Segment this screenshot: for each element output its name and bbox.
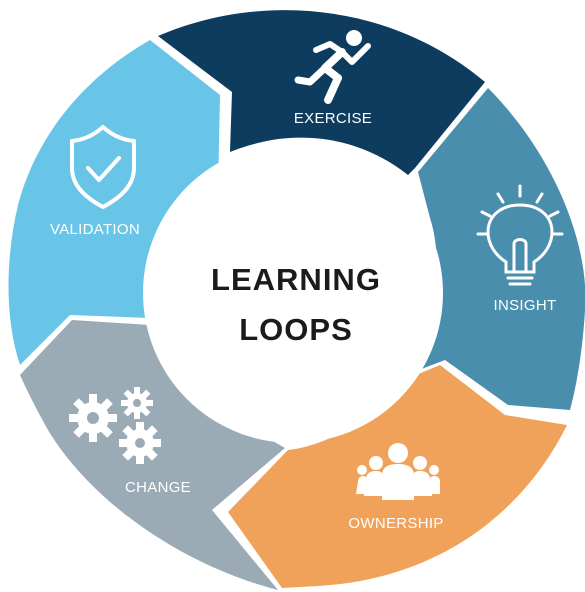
group-people-icon xyxy=(356,443,440,500)
gears-icon xyxy=(69,387,161,464)
center-title-line1: LEARNING xyxy=(211,262,381,297)
center-circle xyxy=(143,143,443,443)
segment-label-ownership: OWNERSHIP xyxy=(348,515,443,532)
running-person-icon xyxy=(294,30,371,104)
segment-label-change: CHANGE xyxy=(125,479,191,496)
segment-label-validation: VALIDATION xyxy=(50,221,140,238)
segment-exercise-shape xyxy=(158,10,485,176)
center-title-line2: LOOPS xyxy=(239,312,353,347)
segment-label-exercise: EXERCISE xyxy=(294,110,372,127)
lightbulb-icon xyxy=(476,184,564,286)
segment-label-insight: INSIGHT xyxy=(494,297,557,314)
segment-exercise xyxy=(158,10,485,176)
shield-check-icon xyxy=(70,125,136,209)
